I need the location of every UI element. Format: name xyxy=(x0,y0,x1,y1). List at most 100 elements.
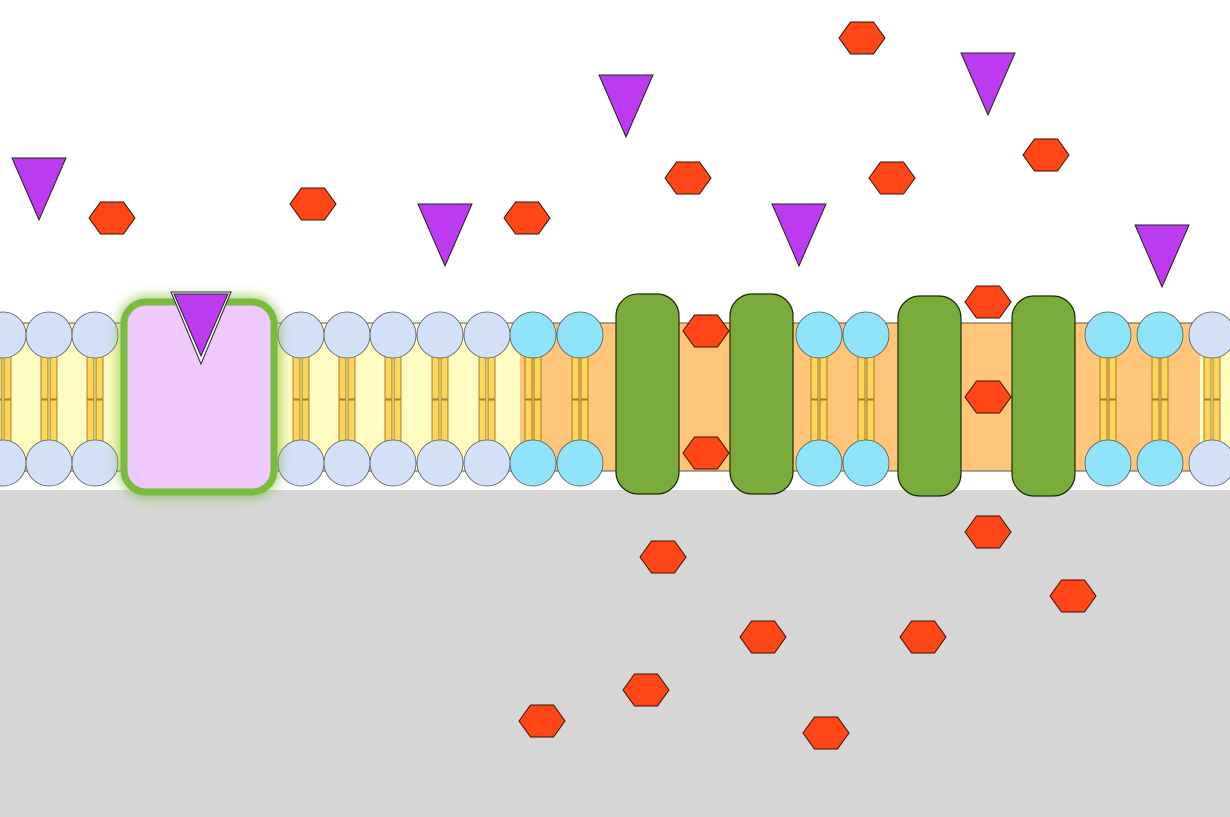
phospholipid xyxy=(369,311,417,487)
fatty-acid-tail xyxy=(347,354,356,400)
fatty-acid-tail xyxy=(95,354,104,400)
triangle-molecule xyxy=(598,74,654,139)
phospholipid xyxy=(509,311,557,487)
phospholipid xyxy=(842,311,890,487)
fatty-acid-tail xyxy=(810,354,819,400)
triangle-molecules xyxy=(11,52,1190,366)
fatty-acid-tail xyxy=(533,399,542,443)
fatty-acid-tail xyxy=(571,399,580,443)
fatty-acid-tail xyxy=(1108,399,1117,443)
fatty-acid-tail xyxy=(533,354,542,400)
fatty-acid-tail xyxy=(1108,354,1117,400)
phosphate-head xyxy=(1136,439,1184,487)
fatty-acid-tail xyxy=(524,354,533,400)
fatty-acid-tail xyxy=(857,399,866,443)
fatty-acid-tail xyxy=(478,399,487,443)
fatty-acid-tail xyxy=(866,399,875,443)
hexagon-molecule xyxy=(739,620,787,654)
channel-protein xyxy=(1011,295,1076,497)
triangle-molecule xyxy=(1134,224,1190,289)
hexagon-molecule xyxy=(88,201,136,235)
fatty-acid-tail xyxy=(1203,354,1212,400)
phospholipid xyxy=(277,311,325,487)
channel-proteins xyxy=(615,293,1076,497)
fatty-acid-tail xyxy=(819,399,828,443)
hexagon-molecule xyxy=(1049,579,1097,613)
phospholipid xyxy=(1188,311,1230,487)
hexagon-molecule xyxy=(289,187,337,221)
phospholipid xyxy=(323,311,371,487)
fatty-acid-tail xyxy=(49,354,58,400)
hexagon-molecule xyxy=(899,620,947,654)
fatty-acid-tail xyxy=(3,399,12,443)
fatty-acid-tail xyxy=(384,399,393,443)
phosphate-head xyxy=(25,311,73,359)
phosphate-head xyxy=(323,439,371,487)
fatty-acid-tail xyxy=(1212,399,1221,443)
fatty-acid-tail xyxy=(0,354,3,400)
hexagon-molecule xyxy=(964,285,1012,319)
phosphate-head xyxy=(1084,439,1132,487)
phosphate-head xyxy=(556,311,604,359)
fatty-acid-tail xyxy=(440,399,449,443)
phosphate-head xyxy=(556,439,604,487)
fatty-acid-tail xyxy=(524,399,533,443)
hexagon-molecule xyxy=(868,161,916,195)
phosphate-head xyxy=(416,439,464,487)
phospholipid xyxy=(556,311,604,487)
phosphate-head xyxy=(369,439,417,487)
fatty-acid-tail xyxy=(292,399,301,443)
hexagon-molecule xyxy=(639,540,687,574)
fatty-acid-tail xyxy=(86,399,95,443)
fatty-acid-tail xyxy=(857,354,866,400)
phospholipid xyxy=(25,311,73,487)
fatty-acid-tail xyxy=(1160,399,1169,443)
phosphate-head xyxy=(1136,311,1184,359)
fatty-acid-tail xyxy=(0,399,3,443)
fatty-acid-tail xyxy=(393,399,402,443)
phosphate-head xyxy=(277,439,325,487)
phospholipid xyxy=(1084,311,1132,487)
phosphate-head xyxy=(323,311,371,359)
fatty-acid-tail xyxy=(86,354,95,400)
phosphate-head xyxy=(1188,439,1230,487)
phosphate-head xyxy=(277,311,325,359)
fatty-acid-tail xyxy=(40,354,49,400)
fatty-acid-tail xyxy=(431,399,440,443)
fatty-acid-tail xyxy=(301,354,310,400)
phospholipid xyxy=(795,311,843,487)
phospholipid xyxy=(416,311,464,487)
hexagon-molecule xyxy=(964,380,1012,414)
fatty-acid-tail xyxy=(347,399,356,443)
phosphate-head xyxy=(463,311,511,359)
hexagon-molecule xyxy=(682,436,730,470)
fatty-acid-tail xyxy=(478,354,487,400)
fatty-acid-tail xyxy=(384,354,393,400)
phosphate-head xyxy=(416,311,464,359)
phospholipid xyxy=(1136,311,1184,487)
phosphate-head xyxy=(795,439,843,487)
hexagon-molecule xyxy=(682,314,730,348)
hexagon-molecule xyxy=(518,704,566,738)
fatty-acid-tail xyxy=(487,399,496,443)
phosphate-head xyxy=(71,439,119,487)
hexagon-molecules xyxy=(88,21,1097,750)
fatty-acid-tail xyxy=(301,399,310,443)
fatty-acid-tail xyxy=(819,354,828,400)
hexagon-molecule xyxy=(802,716,850,750)
triangle-molecule xyxy=(173,293,229,358)
triangle-molecule xyxy=(771,203,827,268)
fatty-acid-tail xyxy=(810,399,819,443)
cytoplasm-region xyxy=(0,490,1230,817)
fatty-acid-tail xyxy=(338,354,347,400)
phosphate-head xyxy=(25,439,73,487)
fatty-acid-tail xyxy=(1099,399,1108,443)
phosphate-head xyxy=(509,311,557,359)
fatty-acid-tail xyxy=(292,354,301,400)
fatty-acid-tail xyxy=(1151,399,1160,443)
fatty-acid-tail xyxy=(49,399,58,443)
hexagon-molecule xyxy=(503,201,551,235)
phosphate-head xyxy=(842,439,890,487)
